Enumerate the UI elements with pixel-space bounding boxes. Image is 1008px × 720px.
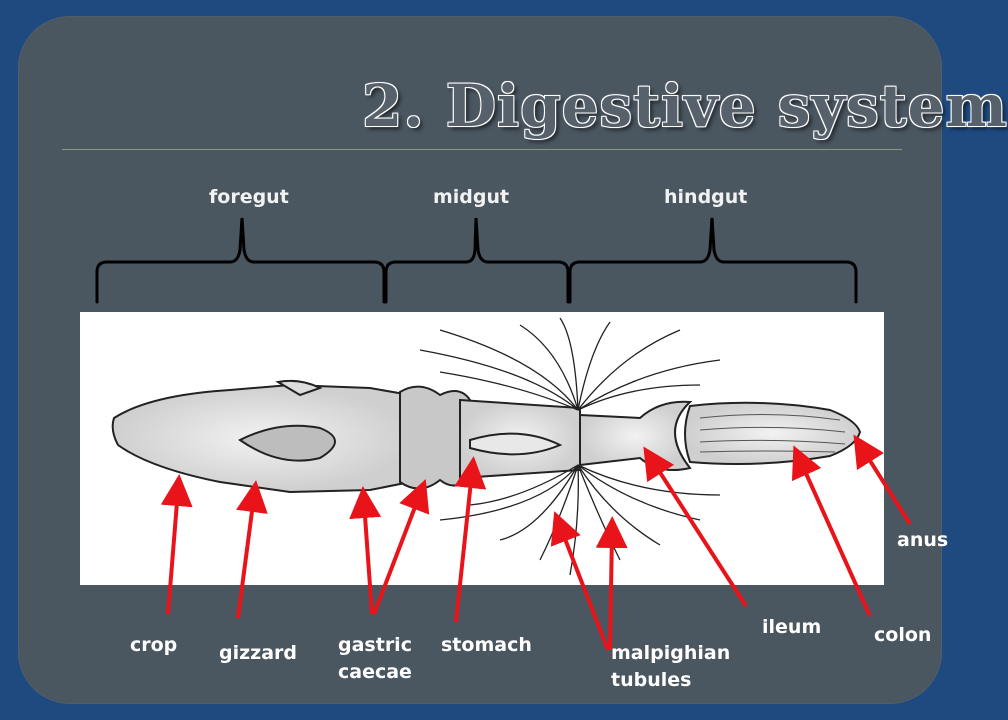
arrow-gastric-caecae-1 bbox=[349, 486, 382, 615]
gizzard-inner bbox=[238, 424, 336, 462]
label-stomach: stomach bbox=[441, 634, 532, 656]
bracket-hindgut bbox=[568, 217, 858, 304]
bracket-foregut bbox=[95, 217, 386, 304]
title-divider bbox=[62, 149, 902, 150]
bracket-midgut bbox=[384, 217, 570, 304]
label-colon: colon bbox=[874, 624, 932, 646]
arrow-anus bbox=[853, 434, 912, 526]
arrow-malpighian-1 bbox=[550, 511, 610, 651]
arrow-ileum bbox=[643, 446, 748, 608]
pointer-arrows bbox=[160, 434, 912, 651]
diagram-canvas bbox=[80, 217, 912, 651]
label-malpighian-tubules: malpighian tubules bbox=[611, 642, 731, 691]
label-gizzard: gizzard bbox=[219, 642, 298, 664]
caecum-upper bbox=[275, 379, 323, 397]
label-gastric-caecae: gastric caecae bbox=[338, 634, 412, 683]
label-crop: crop bbox=[130, 634, 178, 656]
gut-illustration bbox=[111, 379, 862, 494]
arrow-stomach bbox=[454, 456, 487, 623]
section-label-foregut: foregut bbox=[209, 186, 289, 208]
malpighian-tubules-drawing bbox=[419, 317, 721, 576]
label-ileum: ileum bbox=[762, 616, 822, 638]
arrow-malpighian-2 bbox=[595, 516, 628, 651]
arrow-colon bbox=[791, 445, 872, 617]
section-brackets bbox=[95, 217, 858, 304]
arrow-crop bbox=[160, 474, 193, 615]
colon-tube bbox=[684, 401, 862, 465]
section-label-hindgut: hindgut bbox=[664, 186, 748, 208]
slide-title: 2. Digestive system bbox=[362, 72, 1008, 140]
section-label-midgut: midgut bbox=[433, 186, 510, 208]
stomach-fold bbox=[469, 432, 563, 456]
arrow-gizzard bbox=[236, 480, 268, 619]
arrow-gastric-caecae-2 bbox=[372, 479, 430, 615]
label-anus: anus bbox=[897, 529, 949, 551]
